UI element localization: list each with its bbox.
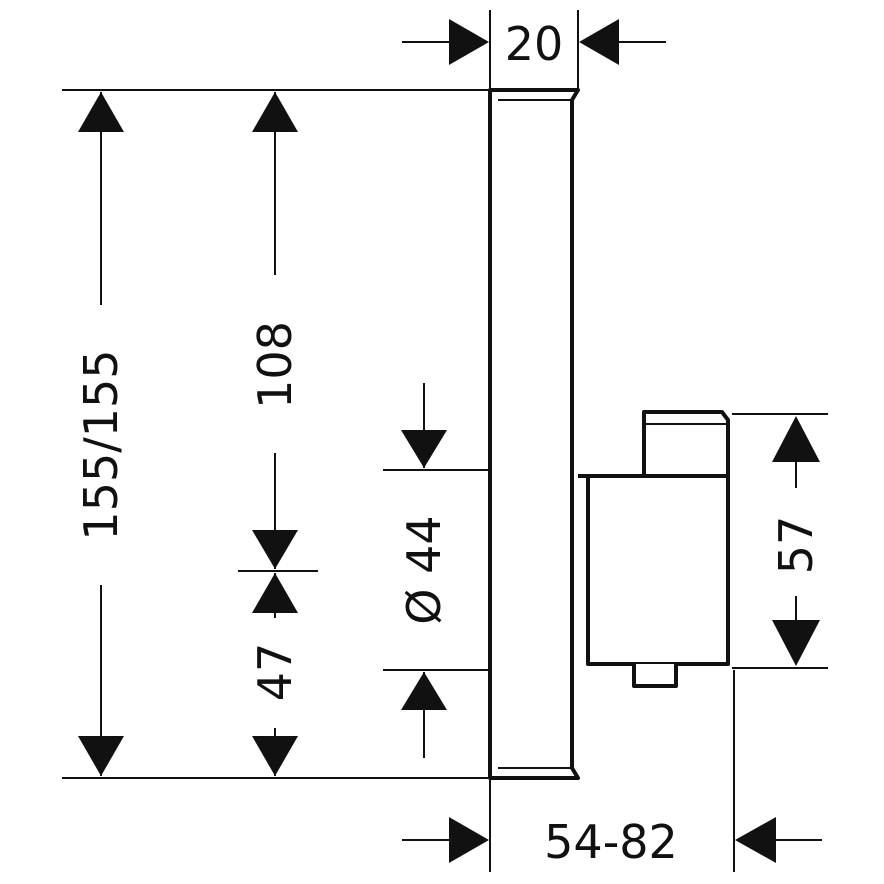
arrowhead-up [252, 92, 298, 132]
dimension-label-upper-height: 108 [248, 321, 302, 409]
arrowhead-right [449, 19, 489, 65]
dimension-bottom-depth: 54-82 [402, 815, 822, 869]
dimension-diameter: Ø 44 [397, 383, 451, 758]
arrowhead-up [401, 672, 447, 710]
dimension-label-diameter: Ø 44 [397, 515, 451, 624]
dimension-label-right-height: 57 [769, 516, 823, 575]
dimension-right-height: 57 [769, 416, 823, 666]
extension-lines [62, 10, 828, 872]
arrowhead-down [252, 736, 298, 776]
arrowhead-up [252, 573, 298, 613]
arrowhead-up [78, 92, 124, 132]
dimension-label-top-width: 20 [505, 17, 564, 71]
arrowhead-left [735, 817, 776, 863]
dimension-label-bottom-depth: 54-82 [544, 815, 678, 869]
arrowhead-down [401, 430, 447, 468]
arrowhead-down [252, 530, 298, 569]
valve-body [578, 410, 730, 688]
arrowhead-up [772, 416, 820, 462]
dimension-lower-height: 47 [248, 573, 302, 776]
dimension-label-lower-height: 47 [248, 643, 302, 702]
dimension-label-total-height: 155/155 [74, 349, 128, 540]
arrowhead-down [78, 736, 124, 776]
dimension-top-width: 20 [402, 17, 666, 71]
arrowhead-down [772, 620, 820, 666]
arrowhead-left [579, 19, 619, 65]
dimension-total-height: 155/155 [74, 92, 128, 776]
cover-plate [488, 88, 580, 780]
dimension-upper-height: 108 [248, 92, 302, 569]
arrowhead-right [449, 817, 489, 863]
